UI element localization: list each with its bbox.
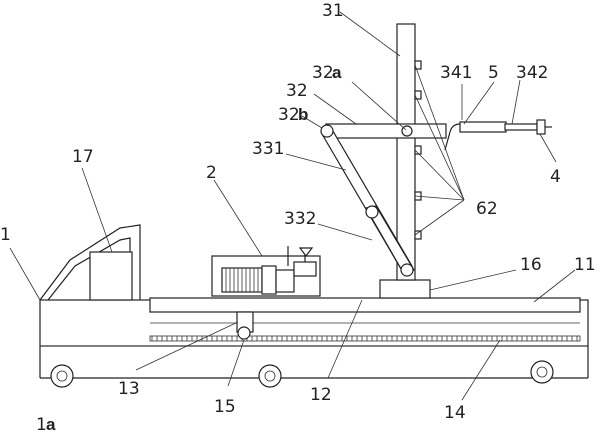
label-331: 331 bbox=[252, 139, 284, 159]
label-31: 31 bbox=[322, 1, 344, 21]
label-32b-number: 32 bbox=[278, 105, 300, 125]
label-17: 17 bbox=[72, 147, 94, 167]
label-62: 62 bbox=[476, 199, 498, 219]
tie-cables bbox=[414, 64, 465, 236]
label-1a-suffix: a bbox=[46, 415, 56, 433]
label-32b-suffix: b bbox=[298, 105, 308, 124]
cab bbox=[39, 224, 141, 301]
motor-assembly bbox=[211, 246, 321, 297]
wheel-1 bbox=[50, 364, 74, 388]
label-32a-number: 32 bbox=[312, 63, 334, 83]
label-341: 341 bbox=[440, 63, 472, 83]
tool-arm bbox=[444, 119, 552, 151]
label-4: 4 bbox=[550, 167, 561, 187]
rod-342 bbox=[504, 123, 538, 131]
label-13: 13 bbox=[118, 379, 140, 399]
label-342: 342 bbox=[516, 63, 548, 83]
base-block-16 bbox=[379, 279, 431, 299]
label-14: 14 bbox=[444, 403, 466, 423]
label-16: 16 bbox=[520, 255, 542, 275]
pinion-15 bbox=[237, 326, 251, 340]
label-1a-number: 1 bbox=[36, 415, 47, 433]
pivot-low bbox=[400, 263, 414, 277]
label-1: 1 bbox=[0, 225, 11, 245]
crossbar-32 bbox=[325, 123, 447, 139]
sleeve-341 bbox=[459, 121, 507, 133]
linkage bbox=[320, 124, 415, 277]
pivot-mid bbox=[365, 205, 379, 219]
leader-lines bbox=[9, 11, 576, 401]
label-2: 2 bbox=[206, 163, 217, 183]
wheels bbox=[50, 360, 554, 388]
label-5: 5 bbox=[488, 63, 499, 83]
rack bbox=[149, 335, 581, 342]
rack-strip bbox=[149, 335, 581, 342]
label-32a-suffix: a bbox=[332, 63, 342, 82]
label-11: 11 bbox=[574, 255, 596, 275]
pinion-assembly bbox=[236, 311, 254, 340]
label-32: 32 bbox=[286, 81, 308, 101]
top-rail bbox=[149, 297, 581, 324]
label-12: 12 bbox=[310, 385, 332, 405]
control-box-17 bbox=[89, 251, 133, 301]
wheel-2 bbox=[258, 364, 282, 388]
crossbar bbox=[325, 123, 447, 139]
end-tool-4 bbox=[536, 119, 546, 135]
wheel-3 bbox=[530, 360, 554, 384]
label-332: 332 bbox=[284, 209, 316, 229]
pivot-32b bbox=[320, 124, 334, 138]
mast-31 bbox=[396, 23, 416, 281]
rail-upper bbox=[149, 297, 581, 313]
label-15: 15 bbox=[214, 397, 236, 417]
